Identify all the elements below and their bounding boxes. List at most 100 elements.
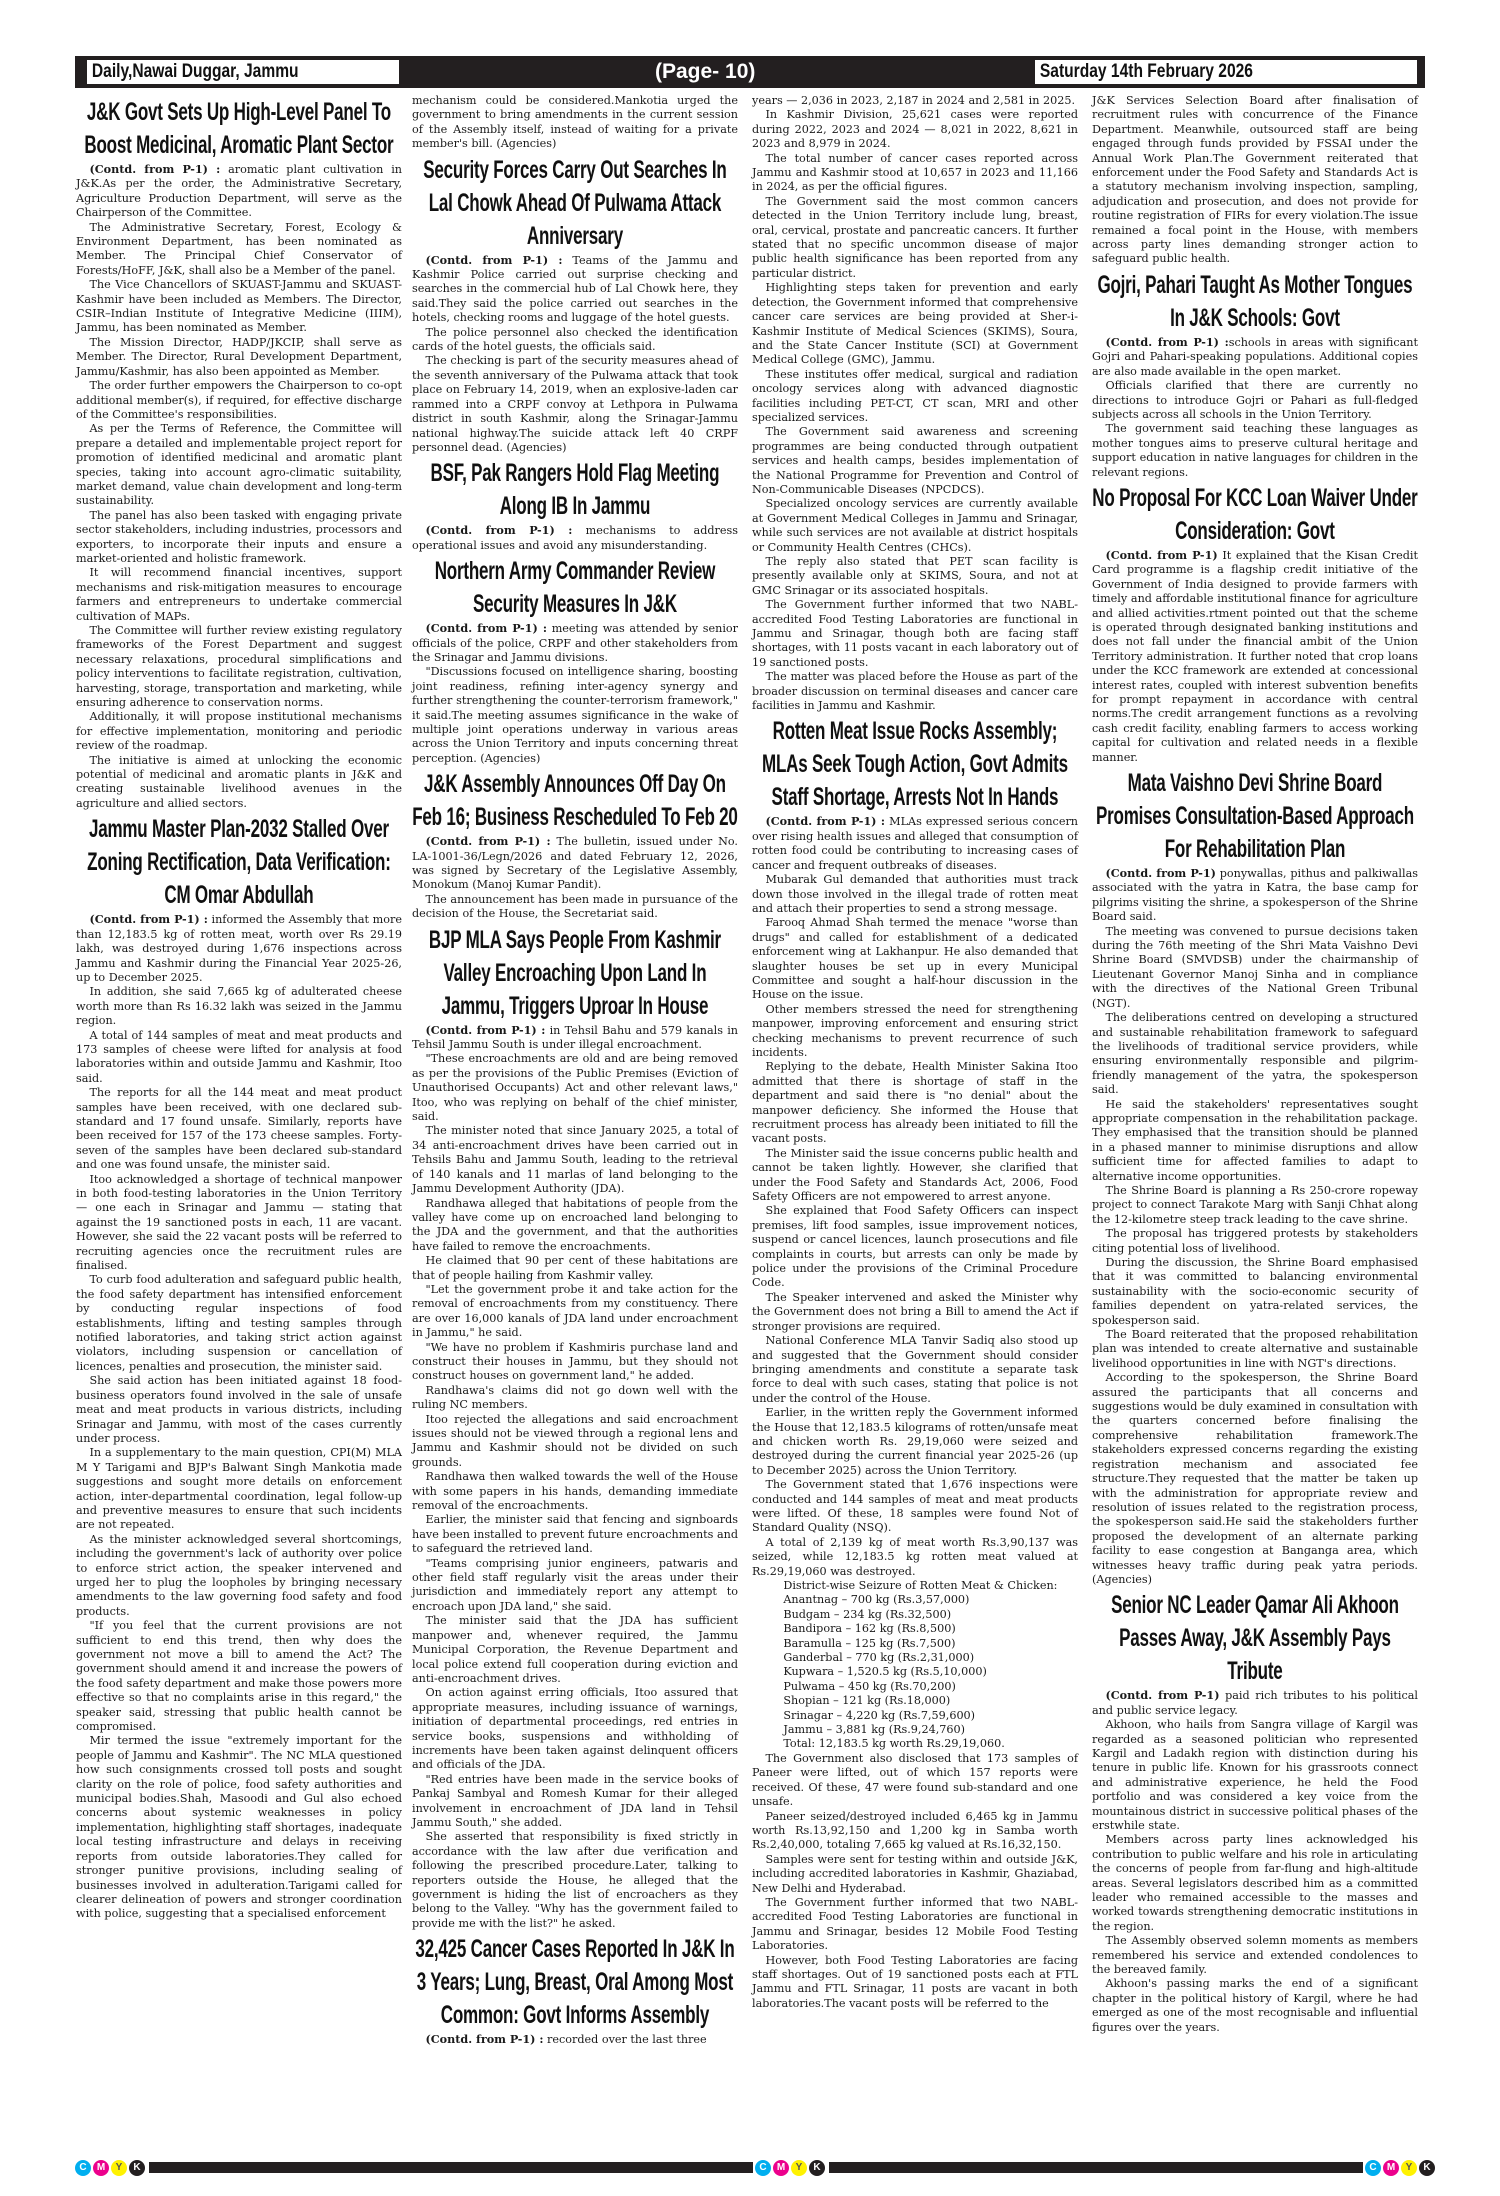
paragraph-text: Jammu – 3,881 kg (Rs.9,24,760): [783, 1723, 965, 1737]
article-paragraph: The Government also disclosed that 173 s…: [752, 1752, 1078, 1810]
paragraph-text: Baramulla – 125 kg (Rs.7,500): [783, 1636, 956, 1650]
paragraph-text: Randhawa then walked towards the well of…: [412, 1470, 738, 1513]
cmyk-dot-k: K: [129, 2160, 145, 2176]
paragraph-text: Itoo rejected the allegations and said e…: [412, 1412, 738, 1469]
article-paragraph: During the discussion, the Shrine Board …: [1092, 1256, 1418, 1328]
article-paragraph: In a supplementary to the main question,…: [76, 1446, 402, 1532]
paragraph-text: She said action has been initiated again…: [76, 1374, 402, 1445]
article-paragraph: The checking is part of the security mea…: [412, 354, 738, 455]
article-paragraph: She explained that Food Safety Officers …: [752, 1204, 1078, 1290]
paragraph-text: The panel has also been tasked with enga…: [76, 508, 402, 565]
paragraph-text: "If you feel that the current provisions…: [76, 1619, 402, 1734]
newspaper-name: Daily,Nawai Duggar, Jammu: [91, 61, 299, 82]
article-headline: No Proposal For KCC Loan Waiver Under Co…: [1092, 483, 1418, 545]
paragraph-text: She explained that Food Safety Officers …: [752, 1204, 1078, 1290]
paragraph-text: "These encroachments are old and are bei…: [412, 1052, 738, 1124]
paragraph-text: She asserted that responsibility is fixe…: [412, 1830, 738, 1930]
seizure-list-item: Total: 12,183.5 kg worth Rs.29,19,060.: [752, 1737, 1078, 1751]
article-paragraph: Randhawa alleged that habitations of peo…: [412, 1197, 738, 1255]
paragraph-text: Bandipora – 162 kg (Rs.8,500): [783, 1622, 956, 1636]
article-paragraph: It will recommend financial incentives, …: [76, 566, 402, 624]
article-paragraph: The total number of cancer cases reporte…: [752, 152, 1078, 195]
headline-wrapper: J&K Assembly Announces Off Day On Feb 16…: [412, 768, 738, 834]
seizure-list-item: Pulwama – 450 kg (Rs.70,200): [752, 1680, 1078, 1694]
article-paragraph: (Contd. from P-1) : meeting was attended…: [412, 621, 738, 665]
article-paragraph: Members across party lines acknowledged …: [1092, 1833, 1418, 1934]
paragraph-text: However, both Food Testing Laboratories …: [752, 1953, 1078, 2010]
paragraph-text: Earlier, the minister said that fencing …: [412, 1513, 738, 1556]
article-paragraph: The Administrative Secretary, Forest, Ec…: [76, 221, 402, 279]
paragraph-text: He claimed that 90 per cent of these hab…: [412, 1254, 738, 1282]
date-box: Saturday 14th February 2026: [1035, 60, 1417, 84]
cmyk-dot-k: K: [1419, 2160, 1435, 2176]
article-paragraph: The Board reiterated that the proposed r…: [1092, 1328, 1418, 1371]
paragraph-text: The meeting was convened to pursue decis…: [1092, 924, 1418, 1010]
headline-wrapper: Gojri, Pahari Taught As Mother Tongues I…: [1092, 269, 1418, 335]
seizure-list-item: Shopian – 121 kg (Rs.18,000): [752, 1694, 1078, 1708]
article-paragraph: Randhawa's claims did not go down well w…: [412, 1384, 738, 1413]
article-headline: Gojri, Pahari Taught As Mother Tongues I…: [1097, 270, 1413, 332]
article-paragraph: Earlier, in the written reply the Govern…: [752, 1406, 1078, 1478]
paragraph-text: in Tehsil Bahu and 579 kanals in Tehsil …: [412, 1023, 738, 1052]
headline-wrapper: 32,425 Cancer Cases Reported In J&K In 3…: [412, 1933, 738, 2032]
article-paragraph: Samples were sent for testing within and…: [752, 1853, 1078, 1896]
paragraph-text: Randhawa's claims did not go down well w…: [412, 1383, 738, 1412]
paragraph-text: paid rich tributes to his political and …: [1092, 1689, 1418, 1717]
paragraph-text: It explained that the Kisan Credit Card …: [1092, 548, 1418, 764]
paragraph-text: The minister noted that since January 20…: [412, 1124, 738, 1196]
article-headline: Security Forces Carry Out Searches In La…: [423, 155, 727, 250]
footer-rule: [149, 2162, 753, 2173]
article-paragraph: Itoo acknowledged a shortage of technica…: [76, 1173, 402, 1274]
paragraph-text: The police personnel also checked the id…: [412, 325, 738, 354]
article-headline: Jammu Master Plan-2032 Stalled Over Zoni…: [87, 815, 391, 910]
contd-lead: (Contd. from P-1): [1105, 866, 1216, 881]
article-headline: J&K Assembly Announces Off Day On Feb 16…: [412, 770, 738, 832]
article-paragraph: "Teams comprising junior engineers, patw…: [412, 1557, 738, 1615]
article-paragraph: A total of 144 samples of meat and meat …: [76, 1029, 402, 1087]
article-headline: Northern Army Commander Review Security …: [434, 557, 716, 619]
paragraph-text: The matter was placed before the House a…: [752, 670, 1078, 713]
article-paragraph: "Red entries have been made in the servi…: [412, 1773, 738, 1831]
paragraph-text: In a supplementary to the main question,…: [76, 1446, 402, 1532]
cmyk-dot-y: Y: [791, 2160, 807, 2176]
article-paragraph: According to the spokesperson, the Shrin…: [1092, 1371, 1418, 1587]
issue-date: Saturday 14th February 2026: [1039, 61, 1253, 82]
article-paragraph: Farooq Ahmad Shah termed the menace "wor…: [752, 916, 1078, 1002]
paragraph-text: The Government further informed that two…: [752, 598, 1078, 669]
article-paragraph: The Committee will further review existi…: [76, 624, 402, 710]
paragraph-text: In addition, she said 7,665 kg of adulte…: [76, 985, 402, 1028]
paragraph-text: Randhawa alleged that habitations of peo…: [412, 1196, 738, 1253]
paragraph-text: The announcement has been made in pursua…: [412, 892, 738, 921]
paragraph-text: Itoo acknowledged a shortage of technica…: [76, 1172, 402, 1273]
paragraph-text: Shopian – 121 kg (Rs.18,000): [783, 1694, 951, 1708]
paragraph-text: Samples were sent for testing within and…: [752, 1852, 1078, 1895]
paragraph-text: The government said teaching these langu…: [1092, 422, 1418, 479]
article-paragraph: Other members stressed the need for stre…: [752, 1003, 1078, 1061]
article-paragraph: Earlier, the minister said that fencing …: [412, 1513, 738, 1556]
paragraph-text: MLAs expressed serious concern over risi…: [752, 815, 1078, 872]
seizure-list-item: Jammu – 3,881 kg (Rs.9,24,760): [752, 1723, 1078, 1737]
seizure-list-item: Bandipora – 162 kg (Rs.8,500): [752, 1622, 1078, 1636]
article-paragraph: The Mission Director, HADP/JKCIP, shall …: [76, 336, 402, 379]
article-paragraph: Officials clarified that there are curre…: [1092, 379, 1418, 422]
article-paragraph: Akhoon, who hails from Sangra village of…: [1092, 1718, 1418, 1833]
paragraph-text: The Shrine Board is planning a Rs 250-cr…: [1092, 1183, 1418, 1226]
article-paragraph: The minister said that the JDA has suffi…: [412, 1614, 738, 1686]
paragraph-text: "Red entries have been made in the servi…: [412, 1772, 738, 1829]
paragraph-text: Farooq Ahmad Shah termed the menace "wor…: [752, 916, 1078, 1002]
paragraph-text: During the discussion, the Shrine Board …: [1092, 1256, 1418, 1327]
paragraph-text: The deliberations centred on developing …: [1092, 1011, 1418, 1097]
headline-wrapper: BSF, Pak Rangers Hold Flag Meeting Along…: [412, 457, 738, 523]
paragraph-text: Teams of the Jammu and Kashmir Police ca…: [412, 253, 738, 325]
article-paragraph: The initiative is aimed at unlocking the…: [76, 754, 402, 812]
paragraph-text: Officials clarified that there are curre…: [1092, 379, 1418, 421]
paragraph-text: As the minister acknowledged several sho…: [76, 1532, 402, 1618]
paragraph-text: According to the spokesperson, the Shrin…: [1092, 1371, 1418, 1586]
paragraph-text: The Minister said the issue concerns pub…: [752, 1146, 1078, 1204]
article-paragraph: The Speaker intervened and asked the Min…: [752, 1291, 1078, 1334]
paragraph-text: The minister said that the JDA has suffi…: [412, 1614, 738, 1685]
column-4: J&K Services Selection Board after final…: [1092, 94, 1418, 2035]
column-3: years — 2,036 in 2023, 2,187 in 2024 and…: [752, 94, 1078, 2011]
paragraph-text: As per the Terms of Reference, the Commi…: [76, 422, 402, 508]
